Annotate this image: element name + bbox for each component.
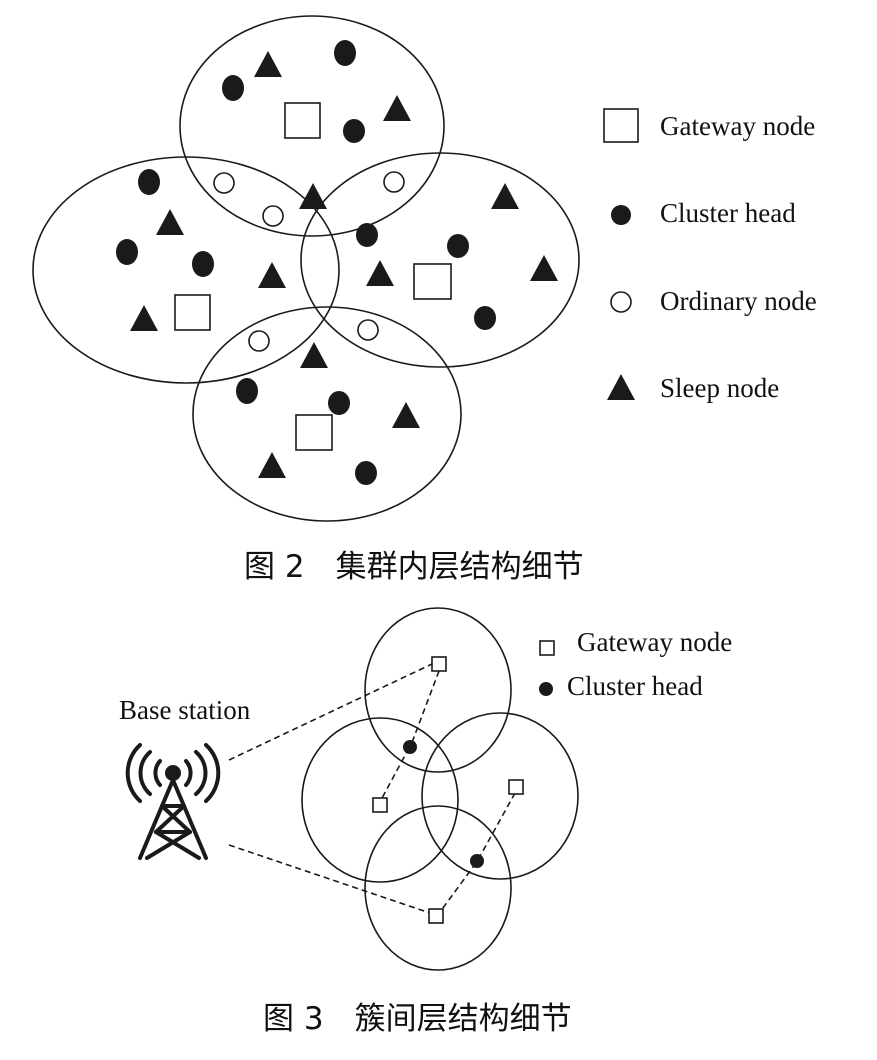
legend-cluster-head-icon bbox=[611, 205, 631, 225]
legend-ordinary-label: Ordinary node bbox=[660, 286, 817, 316]
legend-ordinary-icon bbox=[610, 291, 632, 313]
cluster-head-node bbox=[356, 223, 378, 247]
cluster-head-node bbox=[474, 306, 496, 330]
link-top-gateway-to-head bbox=[410, 670, 440, 746]
cluster-circle-left bbox=[301, 717, 459, 883]
legend-cluster-head-label: Cluster head bbox=[660, 198, 796, 228]
cluster-head-node bbox=[403, 740, 417, 754]
link-base-to-top-gateway bbox=[228, 663, 433, 761]
legend-figure2: Gateway node Cluster head Ordinary node … bbox=[603, 108, 817, 403]
gateway-node bbox=[428, 908, 444, 924]
gateway-node bbox=[413, 263, 452, 300]
cluster-circle-right bbox=[421, 712, 579, 880]
figure2: Gateway node Cluster head Ordinary node … bbox=[32, 15, 817, 585]
cluster-head-node bbox=[192, 251, 214, 277]
sleep-node bbox=[156, 209, 184, 235]
ordinary-node bbox=[357, 319, 379, 341]
legend-figure3: Gateway node Cluster head bbox=[539, 627, 732, 701]
base-station-label: Base station bbox=[119, 695, 251, 725]
sleep-node bbox=[491, 183, 519, 209]
cluster-ellipse-top bbox=[179, 15, 445, 237]
cluster-head-node bbox=[328, 391, 350, 415]
legend-cluster-head-icon bbox=[539, 682, 553, 696]
cluster-head-node bbox=[447, 234, 469, 258]
sleep-node bbox=[366, 260, 394, 286]
ordinary-node bbox=[383, 171, 405, 193]
gateway-node bbox=[295, 414, 333, 451]
legend-sleep-label: Sleep node bbox=[660, 373, 779, 403]
sleep-node bbox=[258, 452, 286, 478]
cluster-ellipse-left bbox=[32, 156, 340, 384]
legend-cluster-head-label: Cluster head bbox=[567, 671, 703, 701]
ordinary-node bbox=[262, 205, 284, 227]
cluster-head-node bbox=[470, 854, 484, 868]
cluster-circle-top bbox=[364, 607, 512, 773]
sleep-node bbox=[392, 402, 420, 428]
cluster-head-node bbox=[355, 461, 377, 485]
cluster-ellipse-bottom bbox=[192, 306, 462, 522]
link-right-gateway-to-head bbox=[477, 792, 516, 861]
cluster-circle-bottom bbox=[364, 805, 512, 971]
cluster-head-node bbox=[334, 40, 356, 66]
legend-gateway-label: Gateway node bbox=[660, 111, 815, 141]
sleep-node bbox=[130, 305, 158, 331]
cluster-head-node bbox=[343, 119, 365, 143]
legend-gateway-label: Gateway node bbox=[577, 627, 732, 657]
legend-gateway-icon bbox=[603, 108, 639, 143]
cluster-head-node bbox=[138, 169, 160, 195]
cluster-head-node bbox=[116, 239, 138, 265]
sleep-node bbox=[299, 183, 327, 209]
sleep-node bbox=[383, 95, 411, 121]
gateway-node bbox=[284, 102, 321, 139]
sleep-node bbox=[300, 342, 328, 368]
sleep-node bbox=[530, 255, 558, 281]
gateway-node bbox=[372, 797, 388, 813]
gateway-node bbox=[431, 656, 447, 672]
link-base-to-bottom-gateway bbox=[228, 844, 431, 914]
figure3-caption: 图 3 簇间层结构细节 bbox=[263, 1001, 572, 1037]
sleep-node bbox=[254, 51, 282, 77]
gateway-node bbox=[508, 779, 524, 795]
cluster-ellipse-right bbox=[300, 152, 580, 368]
legend-sleep-icon bbox=[607, 374, 635, 400]
figure2-caption: 图 2 集群内层结构细节 bbox=[244, 549, 584, 585]
legend-gateway-icon bbox=[539, 640, 555, 656]
base-station-tower-icon bbox=[125, 743, 221, 860]
ordinary-node bbox=[248, 330, 270, 352]
sleep-node bbox=[258, 262, 286, 288]
cluster-head-node bbox=[236, 378, 258, 404]
ordinary-node bbox=[213, 172, 235, 194]
link-head-to-bottom-gateway bbox=[439, 862, 477, 913]
gateway-node bbox=[174, 294, 211, 331]
figure3: Base station Gateway node Cluster head 图… bbox=[119, 607, 732, 1037]
cluster-head-node bbox=[222, 75, 244, 101]
base-station-antenna-tip bbox=[165, 765, 181, 781]
